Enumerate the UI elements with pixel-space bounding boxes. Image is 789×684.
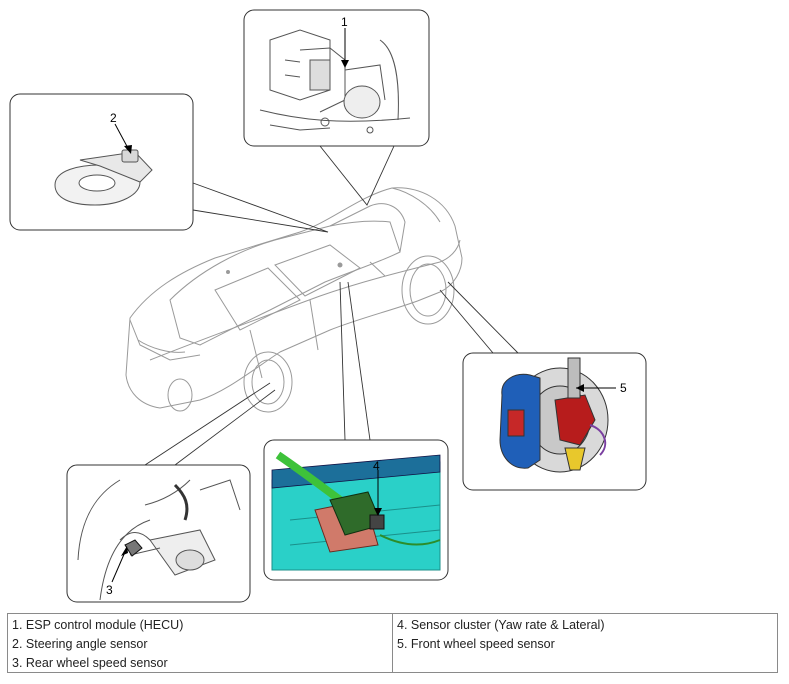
inset-steering-angle-sensor: 2 [9,93,194,231]
legend-column-left: 1. ESP control module (HECU) 2. Steering… [8,614,393,672]
inset-rear-wheel-speed-sensor: 3 [66,464,251,603]
legend-item-5: 5. Front wheel speed sensor [397,637,555,651]
callout-4: 4 [373,459,380,473]
legend-item-4: 4. Sensor cluster (Yaw rate & Lateral) [397,618,605,632]
inset-sensor-cluster: 4 [263,439,449,581]
inset-hecu: 1 [243,9,430,147]
legend-table: 1. ESP control module (HECU) 2. Steering… [7,613,778,673]
legend-item-3: 3. Rear wheel speed sensor [12,656,168,670]
legend-column-right: 4. Sensor cluster (Yaw rate & Lateral) 5… [393,614,777,672]
callout-1: 1 [341,15,348,29]
vehicle-outline [125,187,463,413]
leader-lines [144,145,519,466]
inset-front-wheel-speed-sensor: 5 [462,352,647,491]
callout-2: 2 [110,111,117,125]
legend-item-1: 1. ESP control module (HECU) [12,618,184,632]
callout-5: 5 [620,381,627,395]
legend-item-2: 2. Steering angle sensor [12,637,148,651]
callout-3: 3 [106,583,113,597]
